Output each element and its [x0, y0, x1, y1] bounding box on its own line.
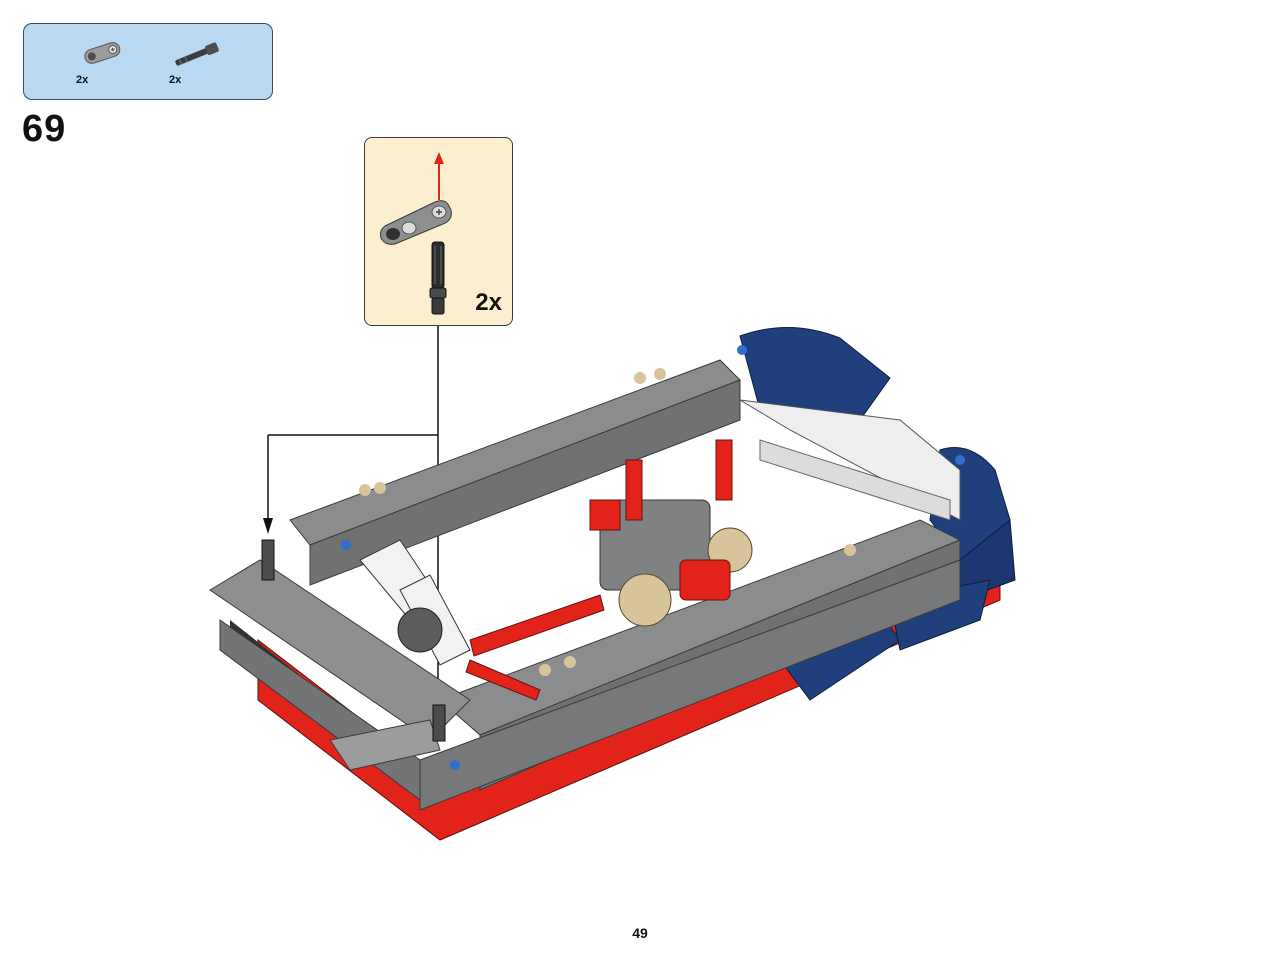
part-quantity: 2x: [76, 74, 89, 86]
white-frame: [739, 399, 961, 521]
axle-pin-icon: [175, 42, 219, 66]
far-frame-rail: [289, 359, 741, 586]
connector-beam-icon: [84, 42, 121, 64]
step-number: 69: [22, 108, 67, 150]
part-quantity: 2x: [169, 74, 182, 86]
parts-list-box: 2x 2x: [23, 23, 273, 100]
callout-subassembly: 2x: [364, 137, 513, 326]
steering-arms: [359, 539, 471, 666]
parts-list-item: 2x: [169, 32, 249, 92]
frame-pins: [341, 345, 965, 770]
page-number: 49: [632, 925, 648, 941]
near-frame-rail: [419, 519, 962, 811]
drive-axle: [465, 594, 605, 701]
upright-axle-pins: [261, 539, 446, 742]
center-gearbox: [589, 439, 753, 627]
callout-quantity: 2x: [475, 289, 502, 316]
subassembly-illustration: [380, 152, 452, 315]
parts-list-item: 2x: [76, 32, 156, 92]
left-end-frame: [209, 559, 471, 801]
